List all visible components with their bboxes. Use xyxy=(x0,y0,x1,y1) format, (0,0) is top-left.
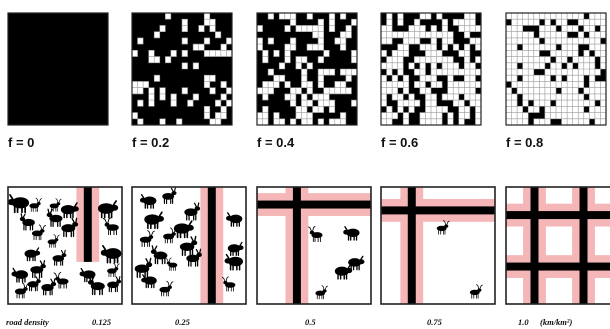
road xyxy=(84,187,92,262)
road-density-axis-title: road density xyxy=(6,317,49,327)
cleared-cells xyxy=(506,13,606,125)
road xyxy=(208,187,216,304)
road-density-labels: road density 0.125 0.25 0.5 0.75 1.0 (km… xyxy=(6,317,572,327)
road-density-panel xyxy=(132,187,246,304)
density-unit-label: (km/km²) xyxy=(540,317,572,327)
road-density-panel xyxy=(8,187,122,304)
panel-label-f-0-8: f = 0.8 xyxy=(506,135,543,150)
density-label-0-125: 0.125 xyxy=(92,317,112,327)
habitat-loss-labels: f = 0 f = 0.2 f = 0.4 f = 0.6 f = 0.8 xyxy=(8,135,543,150)
habitat-grid-panel xyxy=(506,13,606,125)
road xyxy=(506,211,610,219)
panel-label-f-0: f = 0 xyxy=(8,135,34,150)
habitat-grid-panel xyxy=(8,13,108,125)
density-label-0-75: 0.75 xyxy=(427,317,443,327)
density-label-0-5: 0.5 xyxy=(305,317,316,327)
road-density-panel xyxy=(257,187,371,304)
habitat-loss-row xyxy=(8,13,606,125)
road-density-panel xyxy=(506,187,610,304)
habitat-grid-panel xyxy=(257,13,357,125)
road xyxy=(408,187,416,304)
road xyxy=(506,263,610,271)
road xyxy=(580,187,588,304)
road-density-row xyxy=(8,187,610,304)
panel-label-f-0-4: f = 0.4 xyxy=(257,135,295,150)
road-density-panel xyxy=(381,187,495,304)
habitat-grid-background xyxy=(8,13,108,125)
density-label-1-0: 1.0 xyxy=(518,317,529,327)
habitat-grid-panel xyxy=(381,13,481,125)
road xyxy=(381,206,495,214)
panel-label-f-0-2: f = 0.2 xyxy=(132,135,169,150)
road xyxy=(531,187,539,304)
density-label-0-25: 0.25 xyxy=(175,317,191,327)
road xyxy=(257,201,371,209)
habitat-grid-panel xyxy=(132,13,232,125)
panel-label-f-0-6: f = 0.6 xyxy=(381,135,418,150)
